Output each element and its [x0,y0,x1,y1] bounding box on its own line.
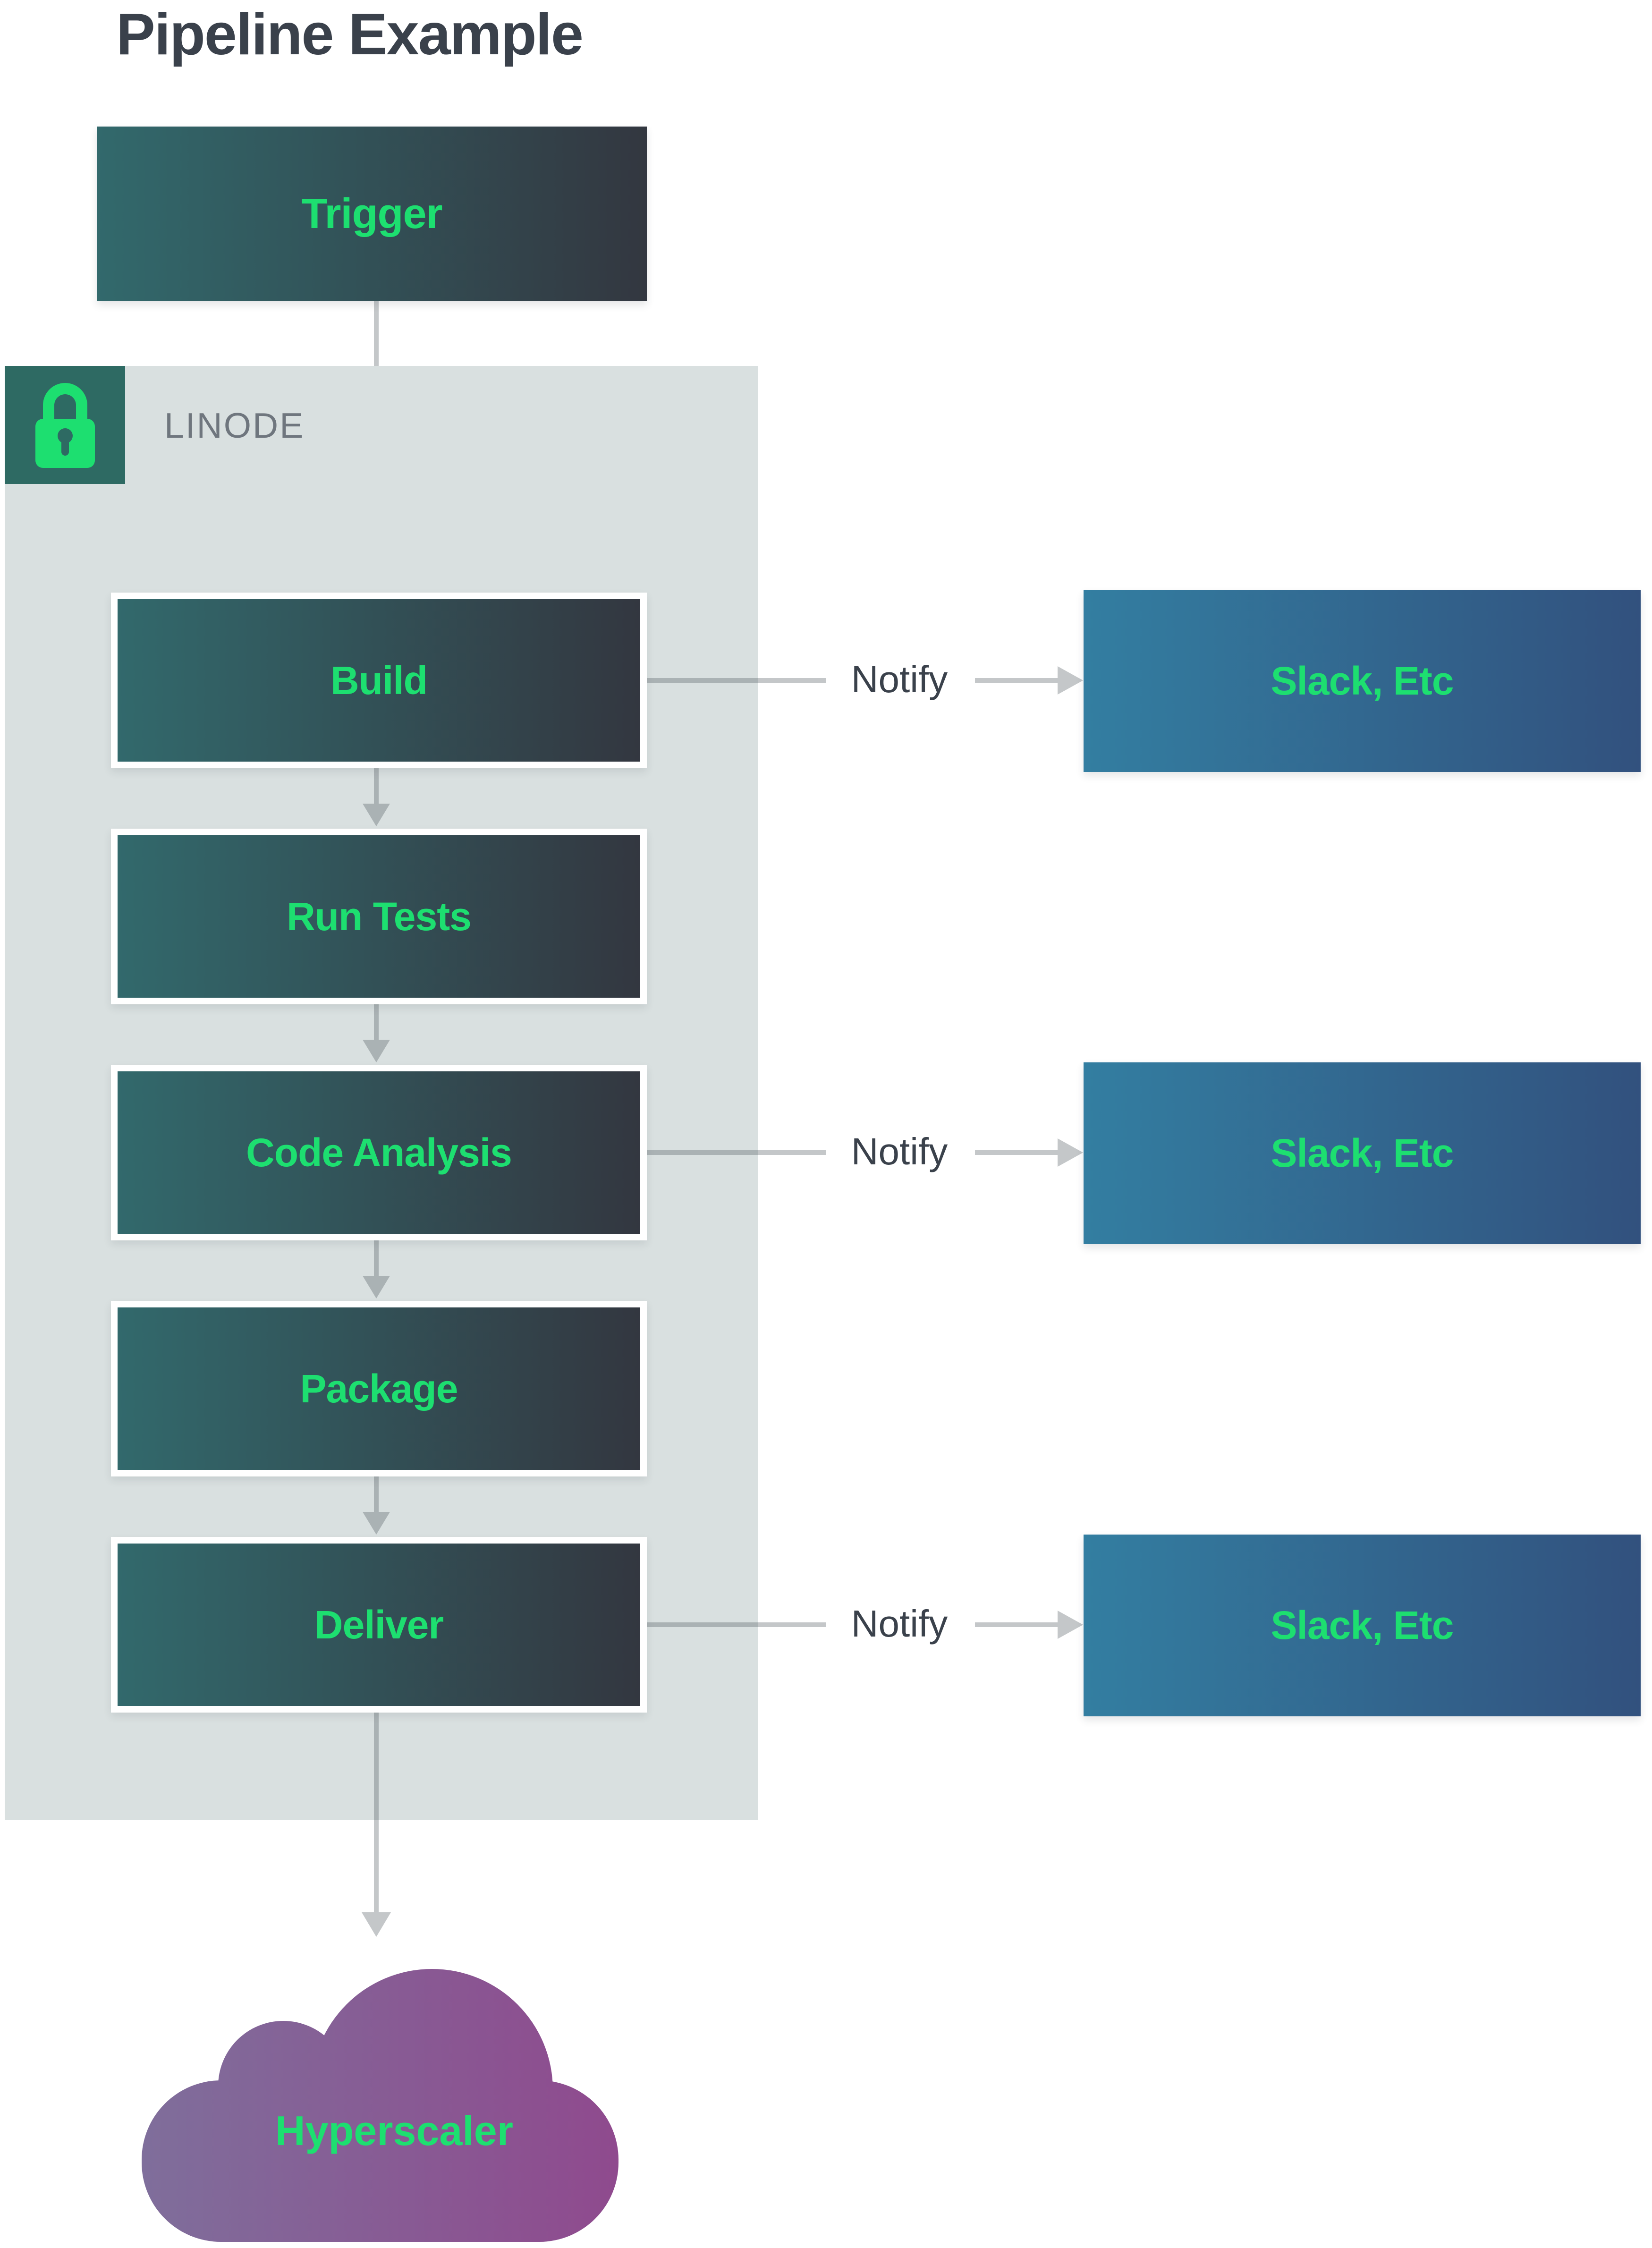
notify-connector-line [975,1150,1058,1155]
notification-node-slack: Slack, Etc [1084,1062,1641,1244]
notify-connector-line [647,1150,826,1155]
cloud-label: Hyperscaler [275,2107,513,2154]
stage-box: Code Analysis [118,1071,640,1234]
stage-box: Deliver [118,1544,640,1706]
page-title: Pipeline Example [116,2,584,67]
stage-node-run-tests: Run Tests [111,829,647,1004]
keyhole-stem [61,439,69,456]
stage-label: Run Tests [287,894,472,939]
notification-node-slack: Slack, Etc [1084,590,1641,772]
stage-label: Package [300,1366,458,1411]
lock-tile [5,366,125,484]
arrow-down-icon [363,804,390,826]
stage-node-code-analysis: Code Analysis [111,1065,647,1240]
arrow-down-line [374,1476,379,1512]
arrow-right-icon [1058,1611,1083,1639]
arrow-down-icon [363,1040,390,1062]
arrow-right-icon [1058,666,1083,695]
lock-icon-body [35,419,95,468]
notify-connector-line [975,678,1058,683]
linode-label: LINODE [164,406,305,445]
arrow-down-line [374,1713,379,1912]
stage-box: Package [118,1307,640,1470]
arrow-down-icon [363,1276,390,1298]
arrow-down-icon [362,1912,391,1937]
stage-node-deliver: Deliver [111,1537,647,1713]
trigger-label: Trigger [301,190,442,238]
hyperscaler-cloud-icon [142,1969,618,2242]
notify-label: Notify [851,1603,948,1645]
notification-node-slack: Slack, Etc [1084,1535,1641,1716]
notification-label: Slack, Etc [1271,659,1454,703]
notification-label: Slack, Etc [1271,1131,1454,1175]
arrow-down-line [374,1004,379,1040]
arrow-down-icon [363,1512,390,1535]
arrow-right-icon [1058,1138,1083,1167]
stage-node-build: Build [111,593,647,768]
notify-connector-line [975,1622,1058,1627]
stage-box: Build [118,599,640,762]
trigger-node: Trigger [97,127,647,301]
notify-label: Notify [851,658,948,700]
stage-box: Run Tests [118,835,640,998]
stage-label: Deliver [314,1602,444,1647]
arrow-down-line [374,1240,379,1276]
notify-connector-line [647,678,826,683]
notify-label: Notify [851,1130,948,1172]
stage-node-package: Package [111,1301,647,1476]
stage-label: Build [330,658,428,703]
stage-label: Code Analysis [246,1130,512,1175]
notify-connector-line [647,1622,826,1627]
notification-label: Slack, Etc [1271,1603,1454,1647]
arrow-down-line [374,768,379,804]
